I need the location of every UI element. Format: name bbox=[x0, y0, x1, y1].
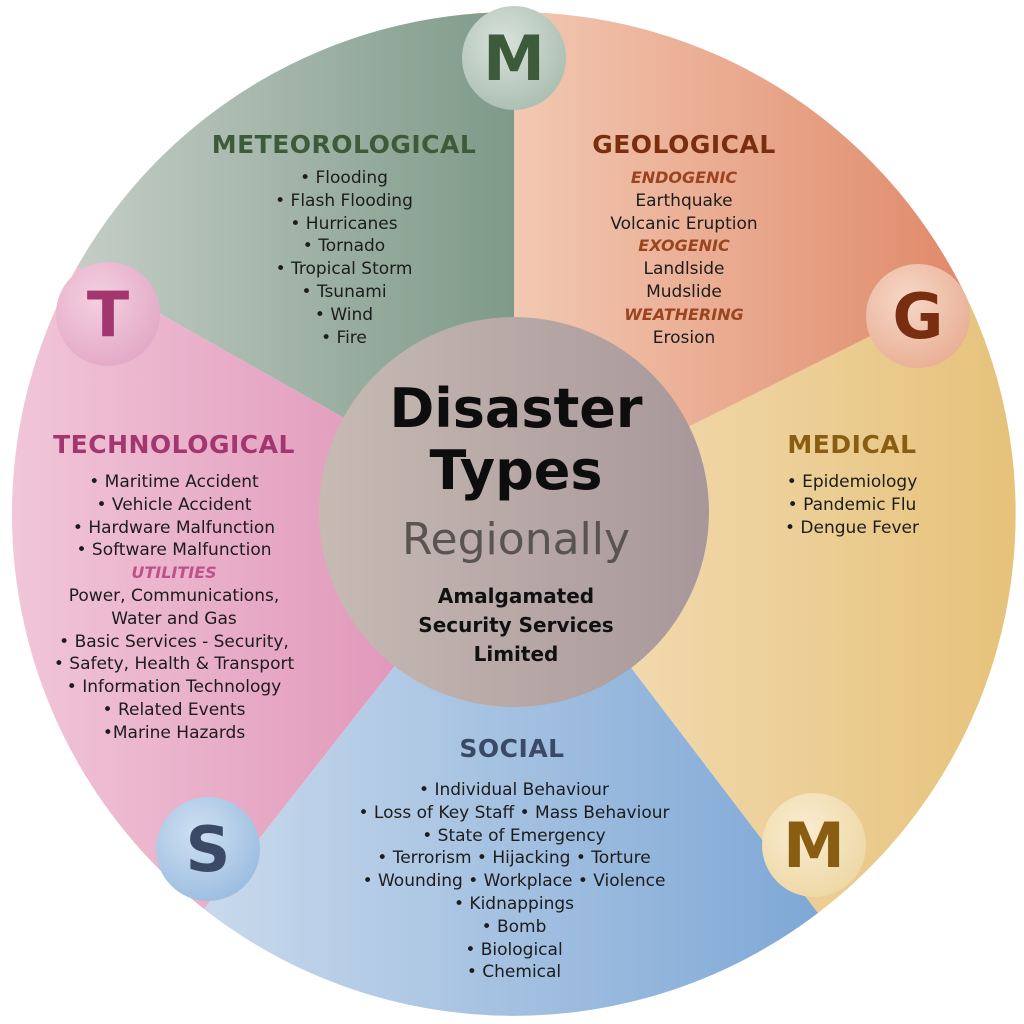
list-item: • Information Technology bbox=[66, 677, 282, 698]
list-item: • Fire bbox=[321, 327, 367, 348]
list-item: Earthquake bbox=[635, 190, 733, 211]
badge-social: S bbox=[156, 797, 260, 901]
list-item: • Biological bbox=[465, 939, 563, 960]
list-item: • Bomb bbox=[481, 916, 547, 937]
list-item: • Wind bbox=[314, 304, 374, 325]
list-item: Mudslide bbox=[646, 281, 722, 302]
list-item: Landlside bbox=[643, 259, 725, 280]
list-item: • Hardware Malfunction bbox=[72, 517, 276, 538]
list-geological: ENDOGENIC Earthquake Volcanic Eruption E… bbox=[610, 167, 757, 349]
org-line: Security Services bbox=[418, 613, 614, 637]
subheading-weathering: WEATHERING bbox=[624, 304, 744, 324]
list-item: • Individual Behaviour bbox=[419, 780, 609, 800]
badge-meteorological: M bbox=[462, 6, 566, 110]
list-item: • Safety, Health & Transport bbox=[53, 654, 295, 675]
org-line: Limited bbox=[473, 642, 559, 666]
list-item: •Marine Hazards bbox=[102, 722, 246, 743]
heading-geological: GEOLOGICAL bbox=[592, 130, 776, 159]
list-item: • Loss of Key Staff • Mass Behaviour bbox=[358, 802, 670, 823]
org-line: Amalgamated bbox=[437, 584, 595, 608]
heading-medical: MEDICAL bbox=[787, 430, 917, 459]
list-item: • Flash Flooding bbox=[275, 190, 413, 211]
subheading-exogenic: EXOGENIC bbox=[638, 236, 730, 256]
list-item: • State of Emergency bbox=[422, 825, 606, 846]
list-item: • Kidnappings bbox=[453, 893, 574, 914]
list-item: • Maritime Accident bbox=[89, 472, 259, 492]
sector-medical bbox=[514, 290, 1016, 913]
badge-geological: G bbox=[866, 264, 970, 368]
badge-medical: M bbox=[762, 793, 866, 897]
list-item: • Related Events bbox=[102, 699, 246, 720]
center-title-line1: Disaster bbox=[389, 377, 643, 440]
subheading-endogenic: ENDOGENIC bbox=[630, 168, 738, 187]
list-item: • Wounding • Workplace • Violence bbox=[362, 871, 666, 892]
sector-technological bbox=[11, 267, 515, 909]
center-title: Disaster Types bbox=[389, 378, 642, 502]
list-item: • Terrorism • Hijacking • Torture bbox=[377, 848, 651, 869]
organization-name: Amalgamated Security Services Limited bbox=[418, 582, 613, 669]
list-item: Power, Communications, bbox=[68, 585, 280, 606]
list-item: • Pandemic Flu bbox=[787, 494, 917, 515]
heading-social: SOCIAL bbox=[459, 734, 565, 763]
center-subtitle: Regionally bbox=[401, 514, 631, 565]
list-social: • Individual Behaviour • Loss of Key Sta… bbox=[358, 779, 669, 984]
list-meteorological: • Flooding • Flash Flooding • Hurricanes… bbox=[275, 167, 413, 349]
list-item: Erosion bbox=[652, 327, 716, 348]
list-item: Water and Gas bbox=[111, 608, 237, 629]
sector-social bbox=[204, 514, 818, 1016]
list-item: • Hurricanes bbox=[290, 213, 398, 234]
subheading-utilities: UTILITIES bbox=[131, 563, 217, 583]
heading-meteorological: METEOROLOGICAL bbox=[211, 130, 477, 159]
list-item: • Epidemiology bbox=[786, 472, 918, 492]
heading-technological: TECHNOLOGICAL bbox=[53, 430, 295, 459]
list-item: • Basic Services - Security, bbox=[59, 631, 289, 652]
list-item: • Dengue Fever bbox=[785, 517, 919, 538]
list-item: • Chemical bbox=[466, 962, 562, 983]
list-item: Volcanic Eruption bbox=[610, 213, 758, 234]
list-item: • Tropical Storm bbox=[275, 259, 413, 280]
center-circle bbox=[319, 317, 709, 707]
list-medical: • Epidemiology • Pandemic Flu • Dengue F… bbox=[785, 471, 919, 539]
list-item: • Vehicle Accident bbox=[96, 494, 252, 515]
center-title-line2: Types bbox=[429, 439, 603, 502]
badge-technological: T bbox=[56, 262, 160, 366]
list-item: • Flooding bbox=[300, 168, 388, 188]
list-technological: • Maritime Accident • Vehicle Accident •… bbox=[54, 471, 294, 745]
list-item: • Software Malfunction bbox=[76, 540, 272, 561]
list-item: • Tornado bbox=[302, 236, 386, 257]
list-item: • Tsunami bbox=[301, 281, 387, 302]
